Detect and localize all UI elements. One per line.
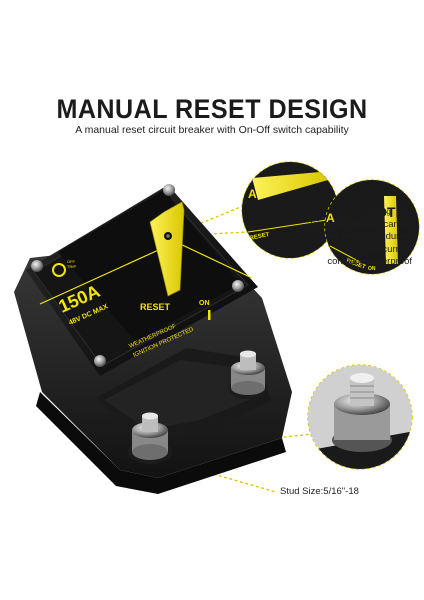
svg-text:A: A (248, 187, 257, 201)
note-body: "Trip Free" design cannot be held "ON" d… (288, 219, 412, 269)
callout-on: ON (368, 266, 376, 272)
corner-screws (31, 184, 244, 367)
stud-size-label: Stud Size:5/16"-18 (280, 486, 359, 497)
svg-text:A: A (326, 211, 335, 225)
note-line: be held "ON" during (328, 231, 412, 243)
terminal-stud-left (128, 412, 172, 464)
reset-label: RESET (140, 302, 171, 312)
page-title: MANUAL RESET DESIGN (56, 94, 368, 124)
on-indicator (208, 310, 211, 320)
note-line: "Trip Free" design cannot (305, 219, 412, 230)
breaker-face (26, 185, 258, 376)
page-subtitle: A manual reset circuit breaker with On-O… (75, 124, 349, 136)
note-line: conditionWaterproof (327, 256, 412, 268)
callout-working-label: Working (282, 192, 312, 201)
trip-label: TRIP (67, 264, 76, 269)
callout-working: RESET A (241, 161, 339, 259)
callout-stud (307, 364, 413, 470)
callout-stop-working: RESET ON A (324, 179, 420, 275)
terminal-stud-right (228, 350, 268, 399)
callout-reset-1: RESET (249, 232, 270, 242)
off-label: OFF (67, 259, 76, 264)
note-line: fault current (361, 243, 412, 255)
callout-stop-working-label: Stop Working (343, 207, 391, 216)
note-heading: NOTE (366, 204, 405, 220)
on-label: ON (199, 300, 210, 307)
